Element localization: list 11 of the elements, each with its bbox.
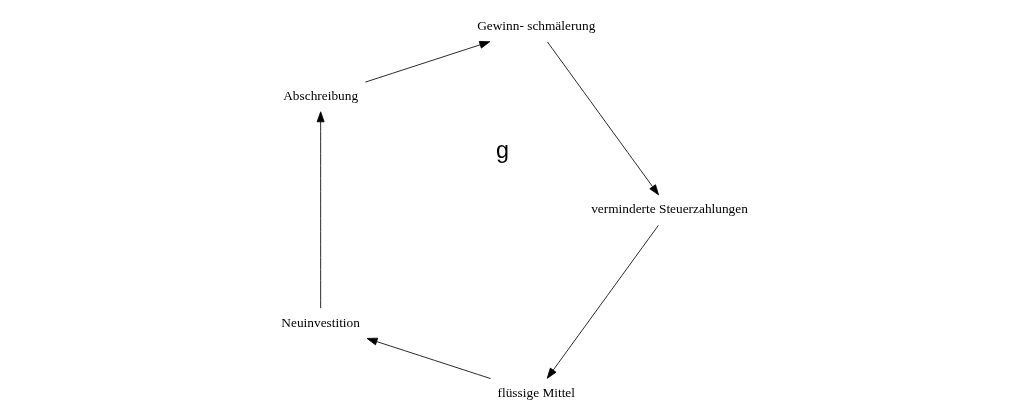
node-text: Gewinn- schmälerung bbox=[477, 17, 596, 33]
arrow bbox=[547, 41, 659, 196]
arrow bbox=[546, 224, 659, 379]
label: g bbox=[496, 137, 510, 164]
arrow bbox=[316, 111, 325, 309]
arrow bbox=[364, 41, 491, 83]
node-text: flüssige Mittel bbox=[497, 384, 576, 400]
node-text: verminderte Steuerzahlungen bbox=[591, 201, 748, 217]
node-text: Neuinvestition bbox=[281, 314, 360, 330]
arrow bbox=[366, 337, 491, 379]
node-text: Abschreibung bbox=[283, 87, 359, 103]
